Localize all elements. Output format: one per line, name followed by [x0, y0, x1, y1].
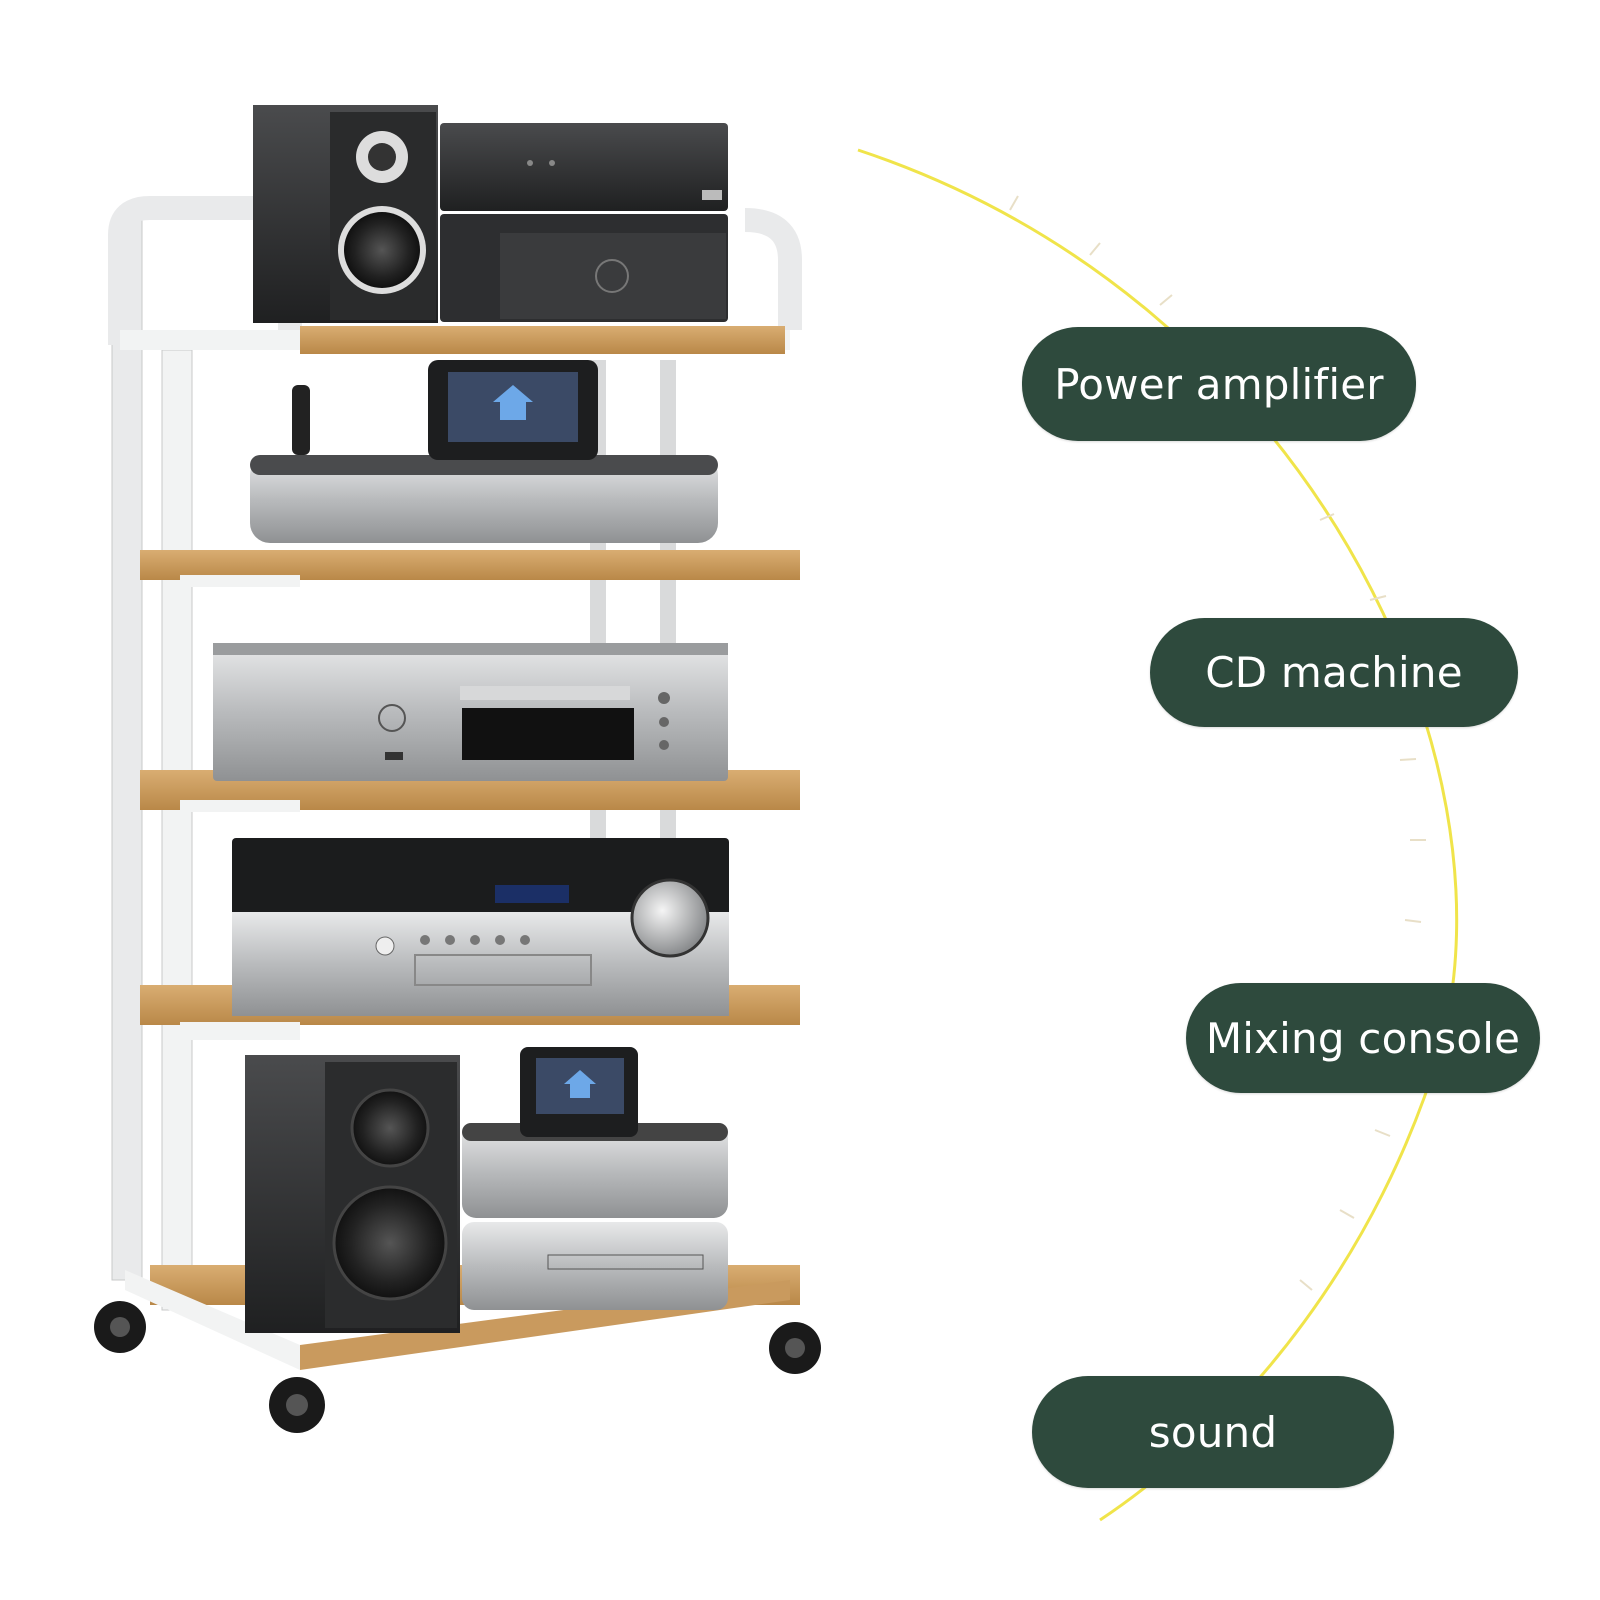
rack-front-post-left: [111, 219, 143, 1281]
power-amplifier-label: Power amplifier: [1022, 327, 1416, 441]
sound-label: sound: [1032, 1376, 1394, 1488]
cd-player-icon: [213, 643, 728, 781]
power-amplifier-text: Power amplifier: [1054, 359, 1384, 409]
receiver-icon: [232, 838, 729, 1016]
amplifier-icon: [440, 123, 728, 322]
shelf-2: [140, 550, 800, 587]
subwoofer-speaker-icon: [245, 1055, 460, 1333]
compact-player-icon: [462, 1047, 728, 1310]
caster-wheel-icon: [94, 1301, 821, 1433]
cd-machine-text: CD machine: [1205, 648, 1463, 697]
cd-machine-label: CD machine: [1150, 618, 1518, 727]
speaker-icon: [253, 105, 438, 323]
mixing-console-text: Mixing console: [1205, 1013, 1521, 1063]
sound-text: sound: [1148, 1407, 1278, 1457]
mixing-console-label: Mixing console: [1186, 983, 1540, 1093]
shelf-1: [120, 326, 790, 354]
rack-handle-right: [744, 208, 802, 330]
streamer-icon: [250, 360, 718, 543]
rack-front-post-inner: [161, 349, 193, 1311]
